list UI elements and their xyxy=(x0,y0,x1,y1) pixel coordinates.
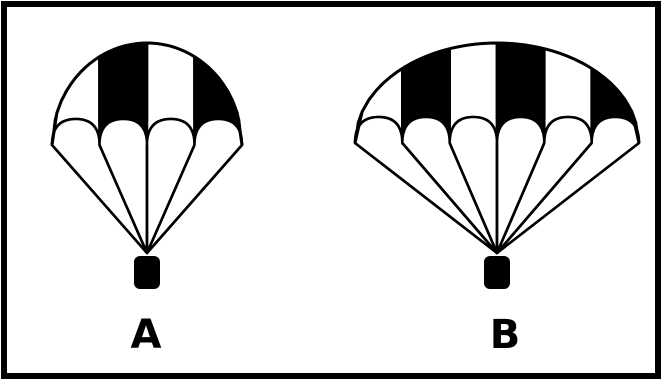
payload-box xyxy=(134,256,160,289)
parachute-b xyxy=(355,43,639,289)
parachute-b-label: B xyxy=(490,312,521,358)
payload-box xyxy=(484,256,510,289)
parachute-a-label: A xyxy=(131,312,162,358)
parachute-a xyxy=(52,43,242,289)
